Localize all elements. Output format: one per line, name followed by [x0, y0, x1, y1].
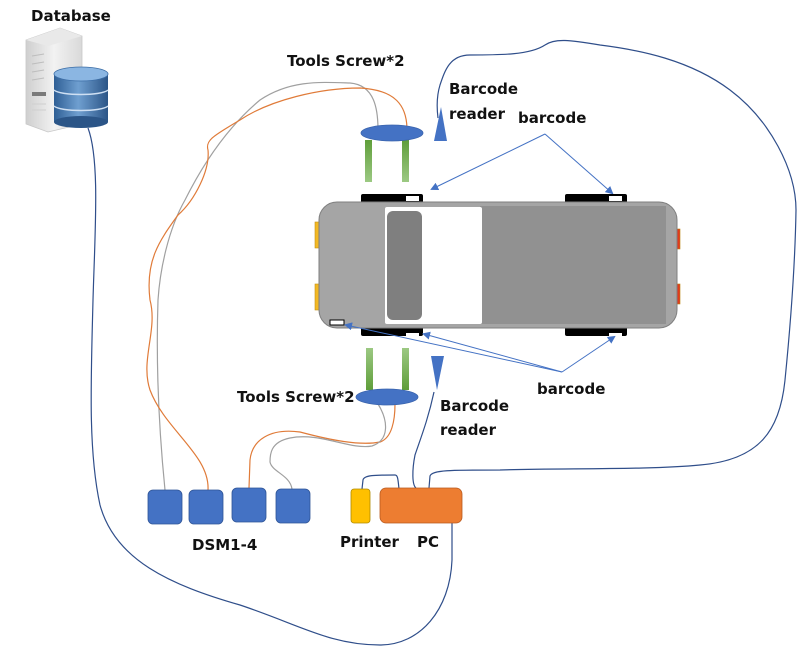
dsm-unit-3[interactable] [231, 487, 267, 523]
cables [87, 39, 797, 646]
tool-top-icon[interactable] [360, 124, 424, 182]
dsm-unit-2[interactable] [188, 489, 224, 525]
cable-printer-pc [361, 474, 400, 490]
barcode-top-label: barcode [518, 109, 586, 127]
barcode-bottom-label: barcode [537, 380, 605, 398]
tools-top-label: Tools Screw*2 [287, 52, 405, 70]
printer-device[interactable] [350, 488, 371, 524]
database-label: Database [31, 7, 111, 25]
reader-bottom-label-line2: reader [440, 421, 497, 439]
barcode-top-arrows [430, 133, 614, 195]
barcode-tag-rear-right [609, 333, 622, 337]
cable-tool-top-dsm1 [156, 81, 379, 491]
printer-label: Printer [340, 533, 400, 551]
dsm-label: DSM1-4 [192, 536, 257, 554]
barcode-bottom-arrows [344, 322, 616, 373]
barcode-reader-top-icon[interactable] [434, 107, 447, 141]
database-icon [25, 27, 109, 133]
dsm-unit-1[interactable] [147, 489, 183, 525]
barcode-tag-front-right [406, 333, 419, 337]
reader-top-label-line2: reader [449, 105, 506, 123]
cable-pc-reader-bottom [412, 391, 435, 489]
cable-pc-reader-top [428, 39, 797, 489]
cable-tool-bottom-dsm3 [248, 403, 396, 489]
barcode-tag-front-left [406, 196, 419, 201]
dsm-unit-4[interactable] [275, 488, 311, 524]
reader-bottom-label-line1: Barcode [440, 397, 509, 415]
vehicle [314, 194, 681, 337]
barcode-reader-bottom-icon[interactable] [431, 356, 444, 390]
cable-tool-bottom-dsm4 [269, 403, 387, 490]
tool-bottom-icon[interactable] [355, 348, 419, 406]
barcode-tag-rear-left [609, 196, 622, 201]
reader-top-label-line1: Barcode [449, 80, 518, 98]
tools-bottom-label: Tools Screw*2 [237, 388, 355, 406]
pc-label: PC [417, 533, 439, 551]
cable-tool-top-dsm2 [146, 87, 408, 491]
dsm-units [147, 487, 311, 525]
barcode-tag-front-bumper [329, 319, 345, 326]
cable-database-pc [87, 127, 453, 646]
pc-device[interactable] [379, 487, 463, 524]
